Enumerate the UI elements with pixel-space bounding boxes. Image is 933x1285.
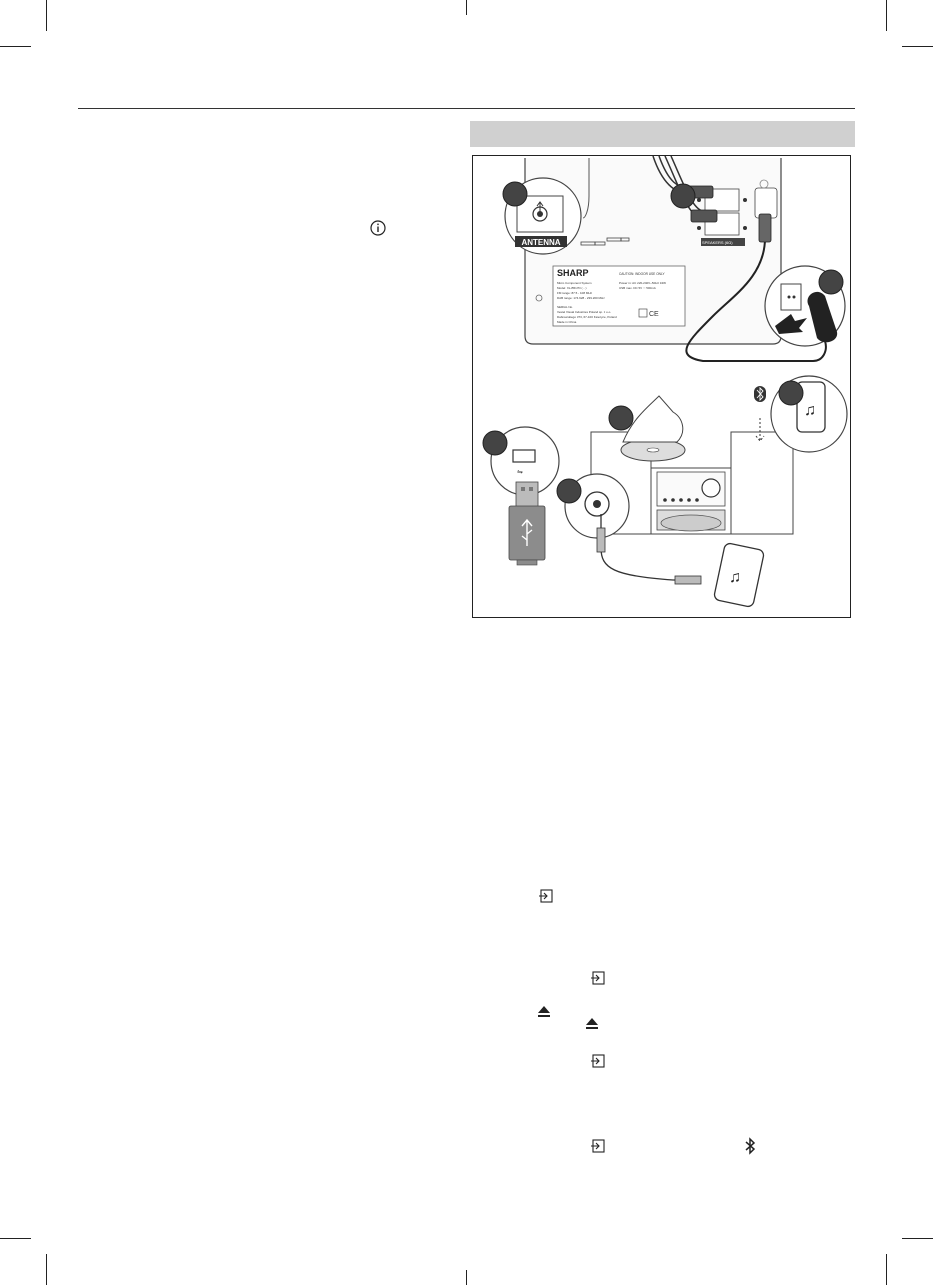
crop-mark xyxy=(0,1238,31,1239)
label-origin: Made in China xyxy=(557,320,577,324)
input-source-icon xyxy=(590,1053,610,1071)
crop-mark xyxy=(466,0,467,15)
svg-text:CE: CE xyxy=(649,311,659,318)
crop-mark xyxy=(0,46,31,47)
antenna-label: ANTENNA xyxy=(521,238,560,247)
svg-text:⇋: ⇋ xyxy=(517,469,523,476)
eject-icon xyxy=(536,1003,556,1021)
aux-phone: ♫ xyxy=(713,542,765,608)
speaker-terminal-label: SPEAKERS (6Ω) xyxy=(702,240,733,245)
label-model: Model: XL-B517D (…) xyxy=(557,286,587,290)
input-source-icon xyxy=(538,888,558,906)
crop-mark xyxy=(886,0,887,31)
label-product: Micro Component System xyxy=(557,281,592,285)
eject-icon xyxy=(584,1015,604,1033)
crop-mark xyxy=(466,1270,467,1285)
callout-marker xyxy=(670,183,696,209)
label-fm: FM range: 87.5 - 108 MHz xyxy=(557,291,593,295)
header-rule xyxy=(78,108,855,109)
crop-mark xyxy=(886,1254,887,1285)
wall-socket-callout xyxy=(764,265,846,347)
label-caution: CAUTION: INDOOR USE ONLY xyxy=(619,272,666,276)
info-icon xyxy=(369,219,389,237)
bluetooth-phone-callout: ♫ xyxy=(770,375,848,453)
input-source-icon xyxy=(590,1138,610,1156)
crop-mark xyxy=(46,0,47,31)
bluetooth-icon xyxy=(743,1137,763,1155)
label-power: Power in: AC 220-240V~50Hz 34W xyxy=(619,281,666,285)
label-dab: DAB range: 174.928 - 239.200 MHz xyxy=(557,296,605,300)
antenna-callout: ANTENNA xyxy=(502,177,582,255)
label-serial: SERIAL No. xyxy=(557,305,573,309)
connection-diagram: ANTENNA SHARP CAUTION: INDOOR USE ONLY M… xyxy=(472,155,851,618)
section-heading-bar xyxy=(470,121,855,147)
label-usb: USB max. DC 5V ⎓ 500mA xyxy=(619,286,656,290)
micro-system xyxy=(590,386,794,535)
crop-mark xyxy=(46,1254,47,1285)
input-source-icon xyxy=(590,970,610,988)
crop-mark xyxy=(902,46,933,47)
usb-callout: ⇋ xyxy=(482,426,560,566)
aux-in-callout xyxy=(556,473,702,585)
svg-text:♫: ♫ xyxy=(804,402,816,419)
brand-logo: SHARP xyxy=(557,268,589,278)
svg-text:♫: ♫ xyxy=(729,569,741,586)
label-address: Dabrowskiego 373, 67-100 Ksiezyce, Polan… xyxy=(557,315,617,319)
label-manufacturer: Vestel Visual Industries Poland sp. z o.… xyxy=(557,310,611,314)
crop-mark xyxy=(902,1238,933,1239)
